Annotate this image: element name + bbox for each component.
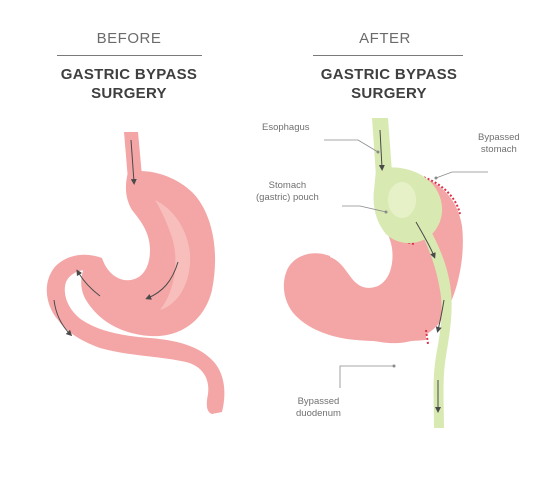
leader-duodenum [340,366,394,388]
label-bypassed-stomach-line1: Bypassed [478,132,520,144]
after-pouch-highlight [388,182,416,218]
label-bypassed-stomach-line2: stomach [478,144,520,156]
label-gastric-pouch-line1: Stomach [256,180,319,192]
label-bypassed-duodenum-line2: duodenum [296,408,341,420]
label-gastric-pouch: Stomach (gastric) pouch [256,180,319,204]
label-bypassed-duodenum: Bypassed duodenum [296,396,341,420]
leader-bypassed-stomach [436,172,488,178]
label-bypassed-duodenum-line1: Bypassed [296,396,341,408]
leader-esophagus [324,140,378,152]
leader-pouch-dot [385,211,388,214]
leader-bypassed-stomach-dot [435,177,438,180]
label-gastric-pouch-line2: (gastric) pouch [256,192,319,204]
label-esophagus: Esophagus [262,122,310,134]
leader-duodenum-dot [393,365,396,368]
leader-esophagus-dot [377,151,380,154]
label-bypassed-stomach: Bypassed stomach [478,132,520,156]
